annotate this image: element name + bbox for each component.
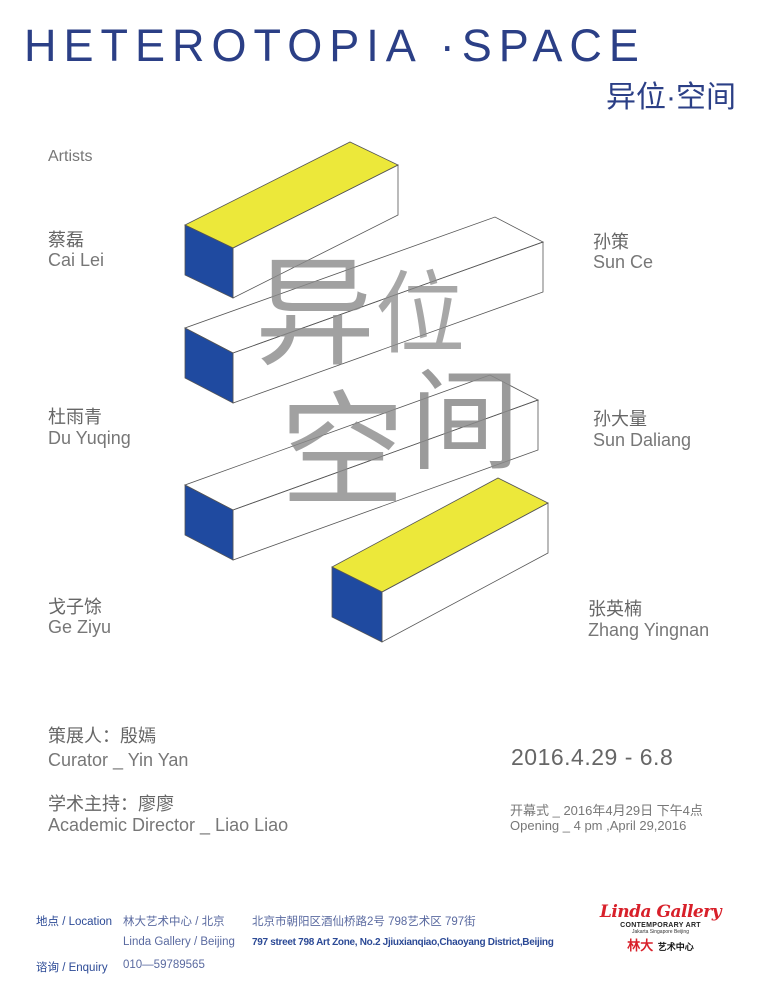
address-en: 797 street 798 Art Zone, No.2 Jjiuxianqi… [252,937,554,948]
artist-en: Cai Lei [48,250,105,270]
location-label: 地点 / Location [36,916,113,928]
venue-cn: 林大艺术中心 / 北京 [123,916,225,928]
block-top-face [184,141,399,249]
artwork-char-kong: 空 [280,380,405,525]
artwork-char-yi: 异 [255,245,375,384]
artist-cn: 张英楠 [588,599,642,619]
academic-director-cn: 学术主持：廖廖 [48,794,174,814]
artist-en: Ge Ziyu [48,617,112,637]
block-front-face [184,224,234,299]
artist-en: Zhang Yingnan [588,620,710,640]
curator-en: Curator _ Yin Yan [48,750,189,770]
block-front-face [184,484,234,561]
address-cn: 北京市朝阳区酒仙桥路2号 798艺术区 797街 [252,916,476,928]
venue-en: Linda Gallery / Beijing [123,936,235,948]
artist-cn: 蔡磊 [48,230,84,250]
logo-name: Linda Gallery [599,902,722,922]
block-front-face [184,327,234,404]
academic-director-en: Academic Director _ Liao Liao [48,815,289,835]
opening-en: Opening _ 4 pm ,April 29,2016 [510,818,687,833]
artist-en: Sun Ce [593,252,654,272]
logo-subtitle: CONTEMPORARY ART [620,922,701,929]
phone-number: 010—59789565 [123,959,205,971]
curator-cn: 策展人：殷嫣 [48,726,156,746]
artwork-char-wei: 位 [375,262,465,367]
logo-cn-suffix: 艺术中心 [657,942,694,952]
enquiry-label: 谘询 / Enquiry [36,962,108,974]
artist-en: Sun Daliang [593,430,692,450]
block-front-face [331,566,383,643]
opening-cn: 开幕式 _ 2016年4月29日 下午4点 [510,803,703,818]
logo-cn-name: 林大 [627,938,654,953]
poster-subtitle-cn: 异位·空间 [606,81,736,114]
poster-title: HETEROTOPIA ·SPACE [24,20,646,71]
artwork-char-jian: 间 [410,358,520,486]
artist-cn: 杜雨青 [48,407,102,427]
artists-label: Artists [48,148,93,165]
logo-cities: Jakarta Singapore Beijing [632,929,689,935]
artist-cn: 孙大量 [593,409,647,429]
linda-gallery-logo: Linda Gallery CONTEMPORARY ART Jakarta S… [598,902,723,955]
artist-en: Du Yuqing [48,428,131,448]
exhibition-dates: 2016.4.29 - 6.8 [511,744,674,770]
artist-cn: 戈子馀 [48,597,102,617]
artist-cn: 孙策 [593,232,629,252]
